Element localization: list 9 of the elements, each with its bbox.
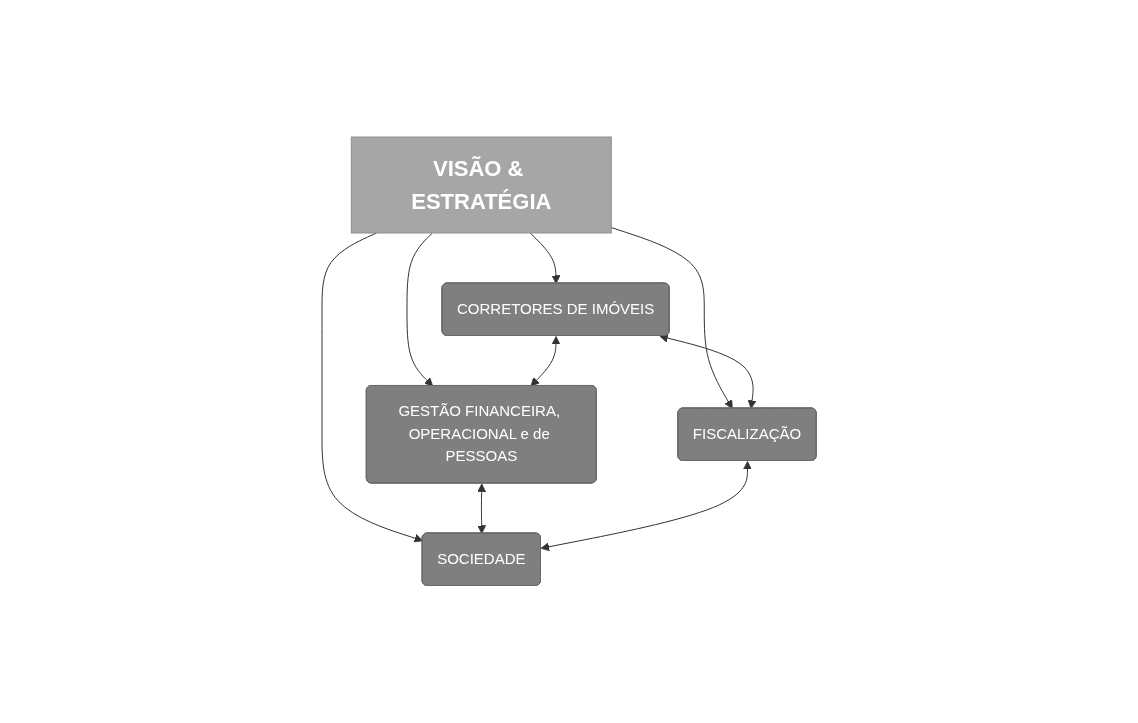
arrow xyxy=(530,336,561,387)
arrow xyxy=(610,227,733,410)
arrow xyxy=(321,232,423,543)
arrow xyxy=(406,232,433,387)
arrow xyxy=(529,232,561,285)
arrow xyxy=(477,483,486,535)
arrow xyxy=(659,334,757,410)
node-box: VISÃO & ESTRATÉGIA xyxy=(350,136,612,234)
arrow xyxy=(540,461,752,552)
